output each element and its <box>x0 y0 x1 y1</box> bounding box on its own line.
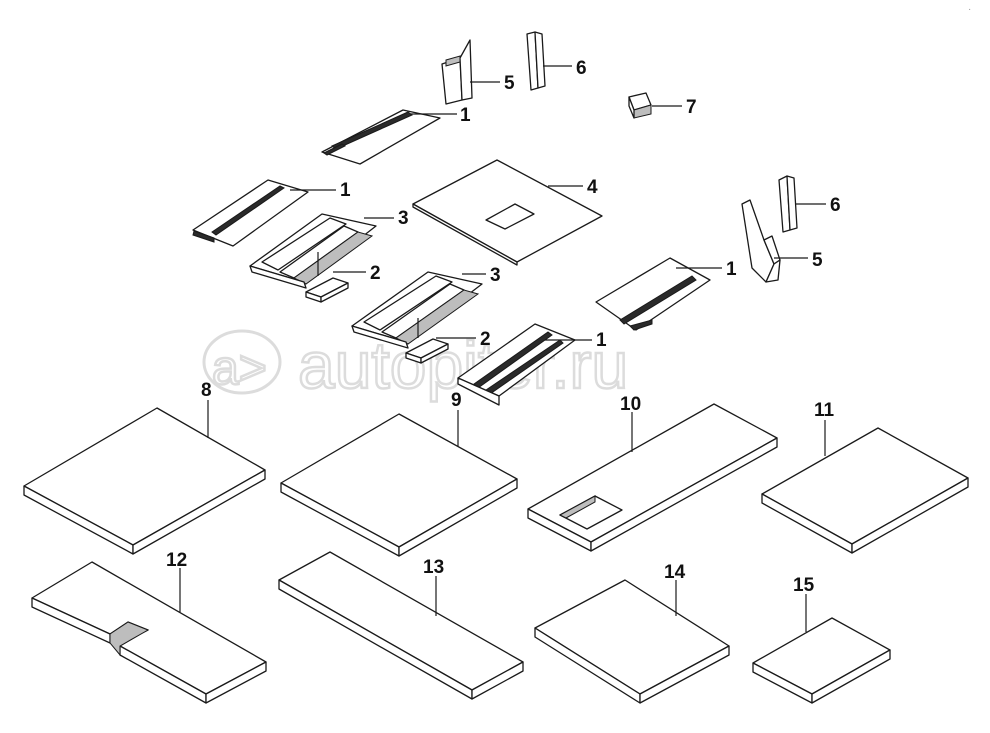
corner-mark: · <box>968 4 971 15</box>
callout-1-b: 1 <box>340 180 351 201</box>
callout-7: 7 <box>686 97 697 118</box>
part-1-c <box>595 257 711 331</box>
callout-4: 4 <box>587 177 598 198</box>
callout-13: 13 <box>423 557 444 578</box>
part-11 <box>761 427 969 554</box>
part-13 <box>278 551 524 700</box>
callout-6-lower: 6 <box>830 195 841 216</box>
callout-6-upper: 6 <box>576 58 587 79</box>
part-9 <box>280 413 518 557</box>
callout-11: 11 <box>814 400 835 421</box>
watermark-logo-glyph: a> <box>212 342 267 395</box>
callout-2-a: 2 <box>370 263 381 284</box>
part-1-d <box>457 323 576 406</box>
part-5-lower <box>741 199 781 283</box>
callout-5-lower: 5 <box>812 250 823 271</box>
part-12 <box>31 561 267 704</box>
part-6-lower <box>778 175 798 233</box>
callout-12: 12 <box>166 550 187 571</box>
callout-10: 10 <box>620 394 641 415</box>
callout-9: 9 <box>451 390 462 411</box>
callout-8: 8 <box>201 380 212 401</box>
callout-1-c: 1 <box>726 259 737 280</box>
callout-14: 14 <box>664 562 686 583</box>
callout-15: 15 <box>793 575 815 596</box>
part-5-upper <box>441 39 473 105</box>
part-10 <box>527 403 778 552</box>
part-4 <box>412 159 603 266</box>
part-2-b <box>405 338 449 364</box>
part-7 <box>628 92 652 119</box>
callout-1-d: 1 <box>596 330 607 351</box>
watermark-text: autopiter.ru <box>298 328 628 402</box>
part-3-b <box>351 271 483 349</box>
callout-1-a: 1 <box>460 105 471 126</box>
part-1-b <box>192 179 309 247</box>
callout-2-b: 2 <box>480 329 491 350</box>
part-14 <box>534 579 730 704</box>
callout-5-upper: 5 <box>504 73 515 94</box>
part-1-a <box>321 109 441 165</box>
part-15 <box>752 617 891 704</box>
callout-3-b: 3 <box>490 265 501 286</box>
callout-3-a: 3 <box>398 208 409 229</box>
part-6-upper <box>526 31 546 91</box>
part-2-a <box>305 277 349 303</box>
part-8 <box>23 407 266 555</box>
watermark-logo <box>202 329 282 395</box>
part-3-a <box>249 213 377 289</box>
